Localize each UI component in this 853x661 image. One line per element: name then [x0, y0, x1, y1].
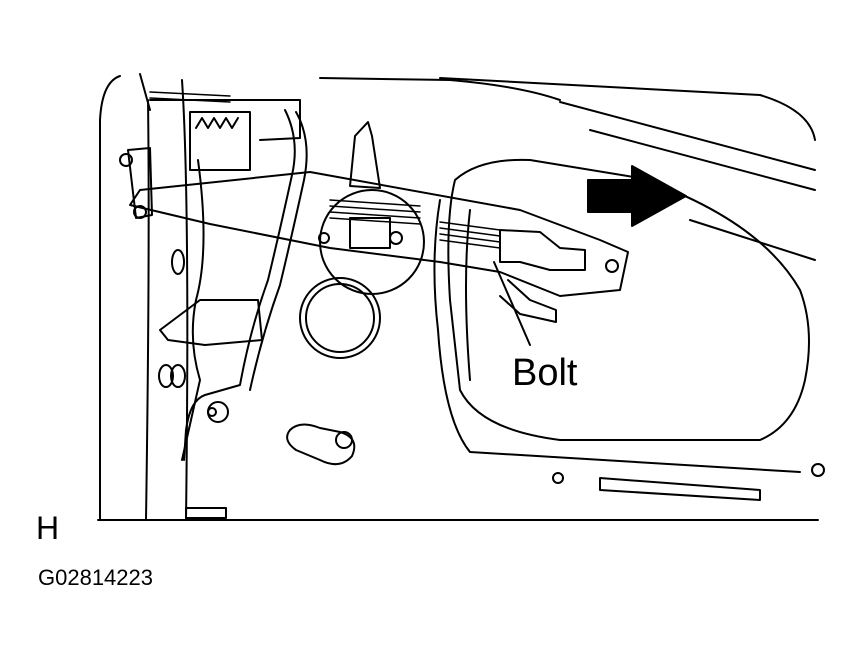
forward-arrow-icon [587, 165, 687, 227]
panel-holes [207, 277, 825, 501]
figure-code: G02814223 [38, 565, 153, 590]
regulator-rail [119, 91, 629, 323]
bolt-callout-label: Bolt [512, 352, 578, 394]
regulator-cable [183, 109, 308, 461]
door-outline [97, 73, 819, 521]
door-pillar [145, 79, 263, 521]
view-letter: H [36, 510, 60, 546]
bolt-leader-line [493, 261, 531, 346]
